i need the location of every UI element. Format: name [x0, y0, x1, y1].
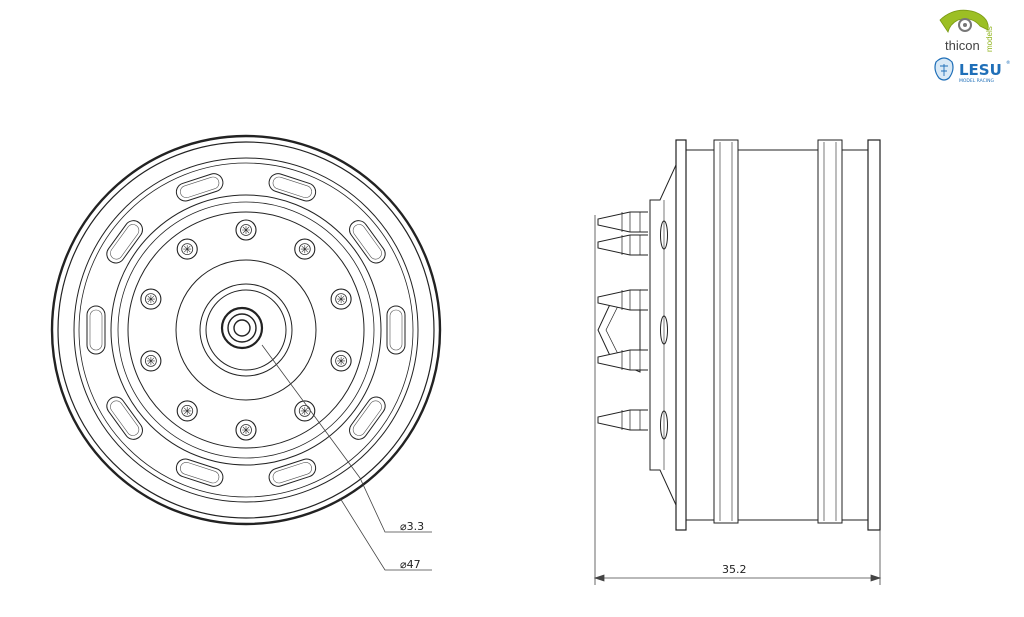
hub-face	[175, 259, 317, 401]
bolt-head	[294, 238, 316, 260]
disc-ring	[110, 194, 382, 466]
bolt-circle-ring	[127, 211, 365, 449]
hand-hole	[106, 396, 143, 440]
hub-cap-outer	[199, 283, 293, 377]
hand-hole	[349, 220, 386, 264]
hand-hole	[386, 305, 406, 355]
hub-profile	[649, 164, 677, 506]
bolt-head	[235, 219, 257, 241]
front-dimension-leaders	[261, 344, 432, 571]
wheel-front-view	[50, 134, 442, 526]
thicon-gear-icon	[939, 9, 989, 33]
hand-holes	[86, 173, 406, 487]
disc-hole	[660, 410, 668, 440]
bolt-stud	[597, 211, 648, 233]
lesu-subtitle: MODEL RACING	[959, 78, 994, 84]
rim-outer-flange	[57, 141, 435, 519]
bolt-stud	[597, 234, 648, 256]
tire-outer-edge	[50, 134, 442, 526]
thicon-subtitle: models	[985, 26, 994, 52]
rim-barrel	[677, 149, 879, 521]
rear-band	[817, 139, 843, 524]
bolt-head	[140, 350, 162, 372]
hand-hole	[349, 396, 386, 440]
outer-diameter-dimension: ⌀47	[400, 558, 421, 571]
bolt-stud	[597, 409, 648, 431]
rear-flange	[867, 139, 881, 531]
thicon-logo: thicon models	[939, 9, 994, 53]
outer-diameter-leader	[339, 497, 432, 571]
bolt-head	[140, 288, 162, 310]
bearing-race	[227, 313, 257, 343]
hand-hole	[175, 458, 224, 487]
front-band	[713, 139, 739, 524]
hand-hole	[175, 173, 224, 202]
bearing-outer	[220, 306, 264, 350]
width-dimension-value: 35.2	[722, 563, 747, 576]
disc-hole	[660, 220, 668, 250]
width-dimension	[593, 215, 882, 585]
bolt-stud	[597, 349, 648, 371]
thicon-name: thicon	[945, 38, 980, 53]
bolt-head	[330, 350, 352, 372]
lion-icon	[934, 57, 954, 81]
lesu-registered: ®	[1006, 59, 1011, 66]
rim-bead-seat	[78, 162, 414, 498]
hand-hole	[86, 305, 106, 355]
front-flange	[675, 139, 687, 531]
wheel-side-view	[597, 139, 881, 531]
hand-hole	[106, 220, 143, 264]
hand-hole	[268, 173, 317, 202]
axle-bore	[233, 319, 251, 337]
bolt-head	[330, 288, 352, 310]
lesu-name: LESU	[959, 61, 1002, 79]
wheel-bolts	[140, 219, 352, 441]
hand-hole	[268, 458, 317, 487]
hub-cap	[205, 289, 287, 371]
bolt-head	[176, 400, 198, 422]
bolt-head	[176, 238, 198, 260]
rim-flange-inner	[73, 157, 419, 503]
disc-ring-inner	[117, 201, 375, 459]
bolt-stud	[597, 289, 648, 311]
bolt-head	[294, 400, 316, 422]
bore-leader	[261, 344, 432, 533]
lesu-logo: LESU ® MODEL RACING	[934, 57, 1011, 84]
bolt-head	[235, 419, 257, 441]
disc-hole	[660, 315, 668, 345]
bore-dimension: ⌀3.3	[400, 520, 424, 533]
valve-stems	[597, 211, 648, 431]
